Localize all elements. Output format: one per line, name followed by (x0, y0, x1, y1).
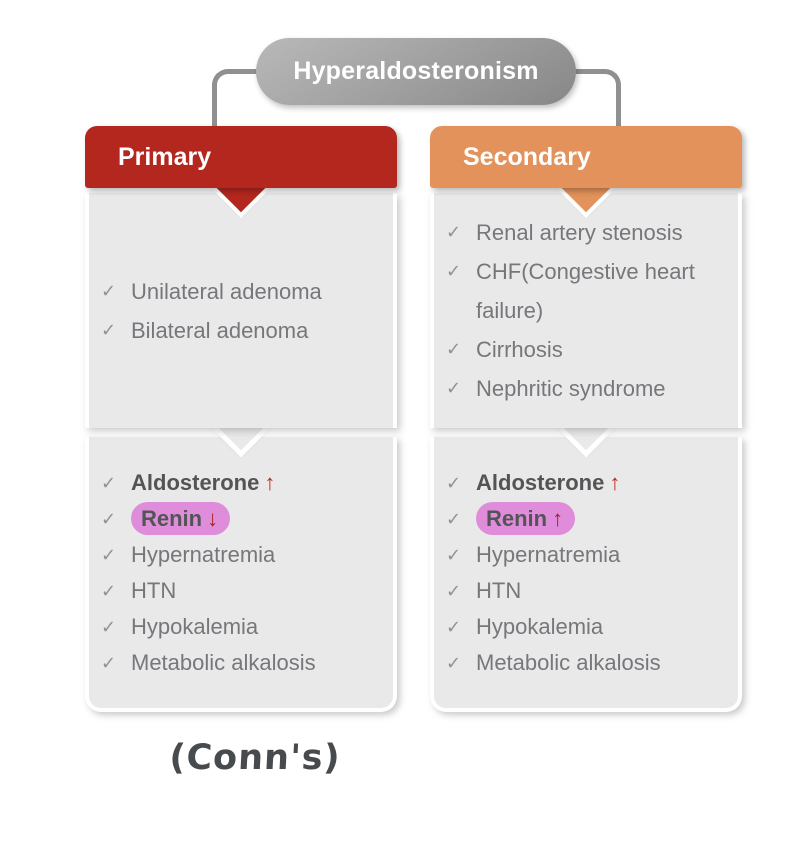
finding-label: Metabolic alkalosis (476, 649, 661, 675)
down-arrow-icon: ↓ (207, 505, 219, 531)
check-icon: ✓ (446, 508, 462, 529)
finding-item-renin: ✓ Renin ↓ (101, 501, 383, 537)
secondary-findings-box: ✓ Aldosterone ↑ ✓ Renin ↑ ✓ Hypernatremi… (430, 437, 742, 712)
cause-item: ✓ Renal artery stenosis (446, 213, 728, 252)
cause-item: ✓ Unilateral adenoma (101, 272, 383, 311)
check-icon: ✓ (446, 222, 462, 242)
cause-label: Renal artery stenosis (476, 220, 683, 245)
primary-header: Primary (85, 126, 397, 188)
finding-item-aldosterone: ✓ Aldosterone ↑ (446, 465, 728, 501)
finding-label: Aldosterone (131, 469, 260, 495)
check-icon: ✓ (446, 616, 462, 637)
finding-label: Renin (486, 505, 548, 531)
cause-label: Cirrhosis (476, 337, 563, 362)
cause-label: Bilateral adenoma (131, 317, 309, 343)
cause-item: ✓ Cirrhosis (446, 330, 728, 369)
check-icon: ✓ (101, 580, 117, 601)
up-arrow-icon: ↑ (552, 505, 564, 531)
connector-right (572, 69, 621, 128)
check-icon: ✓ (101, 616, 117, 637)
cause-item: ✓ Bilateral adenoma (101, 311, 383, 350)
renin-highlight: Renin ↑ (476, 501, 576, 535)
check-icon: ✓ (446, 261, 462, 281)
primary-branch: ✓ Aldosterone ↑ ✓ Renin ↓ ✓ Hypernatremi… (85, 126, 397, 712)
finding-label: Hypernatremia (476, 541, 621, 567)
connector-left (212, 69, 263, 128)
secondary-header-label: Secondary (463, 142, 591, 171)
finding-item: ✓ Hypernatremia (446, 537, 728, 573)
check-icon: ✓ (101, 508, 117, 529)
finding-item-aldosterone: ✓ Aldosterone ↑ (101, 465, 383, 501)
finding-label: HTN (131, 577, 177, 603)
check-icon: ✓ (446, 472, 462, 493)
check-icon: ✓ (446, 652, 462, 673)
primary-findings-box: ✓ Aldosterone ↑ ✓ Renin ↓ ✓ Hypernatremi… (85, 437, 397, 712)
finding-label: Hypokalemia (131, 613, 259, 639)
primary-header-label: Primary (118, 142, 212, 171)
cause-item: ✓ Nephritic syndrome (446, 369, 728, 408)
check-icon: ✓ (101, 544, 117, 565)
finding-label: Metabolic alkalosis (131, 649, 316, 675)
finding-item-renin: ✓ Renin ↑ (446, 501, 728, 537)
check-icon: ✓ (101, 652, 117, 673)
cause-label: Unilateral adenoma (131, 278, 322, 304)
conns-annotation: (Conn's) (168, 738, 342, 778)
primary-causes-box: ✓ Unilateral adenoma ✓ Bilateral adenoma (85, 193, 397, 428)
finding-label: Aldosterone (476, 469, 605, 495)
finding-item: ✓ Hypernatremia (101, 537, 383, 573)
check-icon: ✓ (101, 472, 117, 493)
up-arrow-icon: ↑ (264, 469, 276, 495)
check-icon: ✓ (446, 378, 462, 398)
check-icon: ✓ (101, 280, 117, 301)
finding-item: ✓ Metabolic alkalosis (101, 645, 383, 681)
cause-label: Nephritic syndrome (476, 376, 666, 401)
check-icon: ✓ (446, 339, 462, 359)
secondary-causes-box: ✓ Renal artery stenosis ✓ CHF(Congestive… (430, 193, 742, 428)
check-icon: ✓ (446, 544, 462, 565)
renin-highlight: Renin ↓ (131, 501, 231, 535)
secondary-header: Secondary (430, 126, 742, 188)
secondary-branch: ✓ Aldosterone ↑ ✓ Renin ↑ ✓ Hypernatremi… (430, 126, 742, 712)
root-node: Hyperaldosteronism (256, 38, 576, 105)
up-arrow-icon: ↑ (609, 469, 621, 495)
finding-item: ✓ HTN (446, 573, 728, 609)
cause-label: CHF(Congestive heart failure) (476, 259, 695, 323)
finding-label: HTN (476, 577, 522, 603)
check-icon: ✓ (446, 580, 462, 601)
finding-label: Hypokalemia (476, 613, 604, 639)
finding-item: ✓ Metabolic alkalosis (446, 645, 728, 681)
root-node-title: Hyperaldosteronism (293, 57, 539, 85)
finding-item: ✓ HTN (101, 573, 383, 609)
check-icon: ✓ (101, 319, 117, 340)
finding-label: Hypernatremia (131, 541, 276, 567)
finding-label: Renin (141, 505, 203, 531)
finding-item: ✓ Hypokalemia (101, 609, 383, 645)
cause-item: ✓ CHF(Congestive heart failure) (446, 252, 728, 330)
finding-item: ✓ Hypokalemia (446, 609, 728, 645)
